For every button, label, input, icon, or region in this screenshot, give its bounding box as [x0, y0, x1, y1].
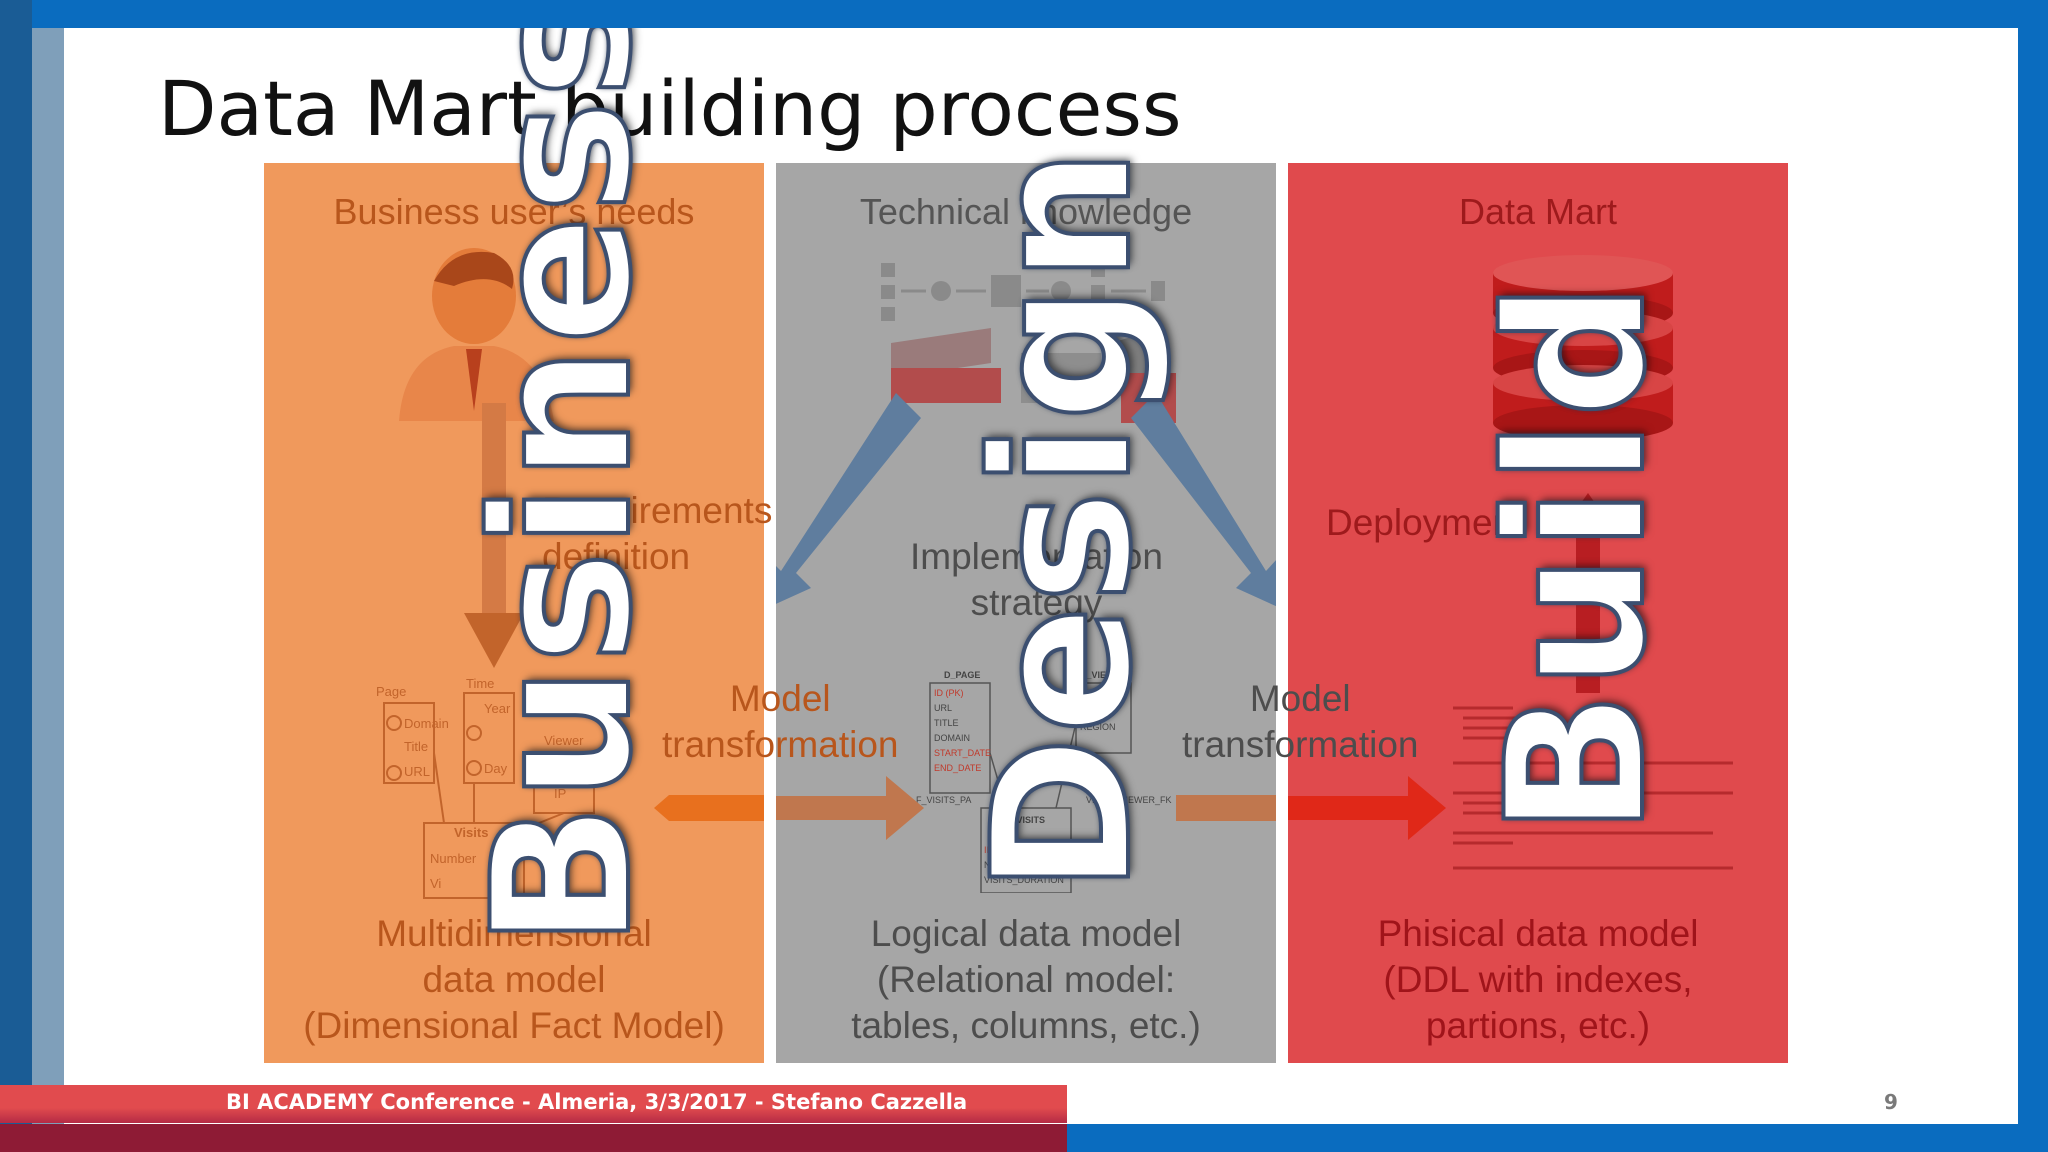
- requirements-line-1: Requirements: [542, 490, 773, 531]
- footer-bar-dark: [0, 1124, 1067, 1152]
- business-panel-heading: Business user’s needs: [333, 191, 695, 232]
- frame-left-bar-light: [32, 28, 64, 1152]
- dfm-day-label: Day: [484, 761, 508, 776]
- footer-bar: [0, 1085, 1067, 1123]
- rel-duration-label: VISITS_DURATION: [984, 875, 1064, 885]
- deployment-text: Deployment: [1326, 502, 1524, 543]
- design-panel: Technical knowledge: [776, 163, 1276, 1063]
- deployment-label: Deployment: [1326, 500, 1523, 546]
- rel-domain-label: DOMAIN: [934, 733, 970, 743]
- build-footer-line-3: partions, etc.): [1425, 1005, 1651, 1046]
- build-footer-line-1: Phisical data model: [1377, 913, 1699, 954]
- requirements-line-2: definition: [542, 536, 691, 577]
- dfm-mini-diagram: Page Domain Title URL Time Year Day View…: [376, 676, 595, 899]
- business-panel-footer: Multidimensional data model (Dimensional…: [264, 911, 764, 1049]
- dfm-page-label: Page: [376, 684, 406, 699]
- dfm-year-label: Year: [484, 701, 511, 716]
- business-to-design-arrow: [654, 795, 764, 821]
- frame-top-bar: [0, 0, 2048, 28]
- rel-start-date-label: START_DATE: [934, 748, 991, 758]
- rel-d-viewer-label: D_VIEWER: [1080, 670, 1128, 680]
- dfm-number-label: Number: [430, 851, 477, 866]
- business-footer-line-2: data model: [422, 959, 606, 1000]
- model-transformation-label-1: Model transformation: [662, 676, 899, 768]
- dfm-ip-label: IP: [554, 786, 566, 801]
- rel-id-viewer-label: ID_VIEWER (PK,FK): [984, 845, 1068, 855]
- rel-fk-viewer-label: VISITS_VIEWER_FK: [1086, 795, 1172, 805]
- build-big-word: Build: [1464, 278, 1689, 838]
- mt2-line-1: Model: [1249, 678, 1351, 719]
- design-footer-line-3: tables, columns, etc.): [851, 1005, 1201, 1046]
- design-panel-heading: Technical knowledge: [859, 191, 1193, 232]
- rel-title-label: TITLE: [934, 718, 959, 728]
- business-arrow-down: [464, 403, 524, 668]
- design-diagonal-arrows: [776, 393, 1276, 607]
- design-to-build-arrow-right: [1176, 795, 1276, 821]
- rel-end-date-label: END_DATE: [934, 763, 981, 773]
- business-panel: Business user’s needs: [264, 163, 764, 1063]
- slide-title: Data Mart building process: [158, 64, 1182, 153]
- business-user-icon: [399, 248, 554, 421]
- database-icon: [1493, 255, 1673, 441]
- business-footer-line-1: Multidimensional: [376, 913, 652, 954]
- build-panel: Data Mart: [1288, 163, 1788, 1063]
- dfm-visits-label: Visits: [454, 825, 488, 840]
- build-panel-heading: Data Mart: [1458, 191, 1618, 232]
- business-footer-line-3: (Dimensional Fact Model): [303, 1005, 725, 1046]
- build-panel-footer: Phisical data model (DDL with indexes, p…: [1288, 911, 1788, 1049]
- build-arrow-up: [1560, 493, 1616, 693]
- rel-url-label: URL: [934, 703, 952, 713]
- frame-right-bar: [2018, 0, 2048, 1152]
- business-big-word: Business: [450, 28, 675, 950]
- frame-left-bar: [0, 0, 32, 1152]
- design-footer-line-1: Logical data model: [870, 913, 1182, 954]
- design-big-word: Design: [950, 144, 1175, 896]
- rel-region-label: REGION: [1080, 722, 1116, 732]
- footer-text: BI ACADEMY Conference - Almeria, 3/3/201…: [226, 1090, 968, 1114]
- architecture-mini-diagram: [881, 263, 1176, 423]
- rel-viewer-pk-label: ID (PK): [1080, 688, 1110, 698]
- slide-canvas: Data Mart building process Business user…: [64, 28, 2018, 1124]
- design-to-build-arrow-left: [776, 776, 924, 840]
- model-transformation-label-2: Model transformation: [1182, 676, 1419, 768]
- rel-page-pk-label: ID (PK): [934, 688, 964, 698]
- rel-fk-page-label: F_VISITS_PA: [916, 795, 971, 805]
- dfm-visit-short-label: Vi: [430, 876, 441, 891]
- page-number: 9: [1884, 1090, 1898, 1114]
- rel-f-visits-label: F_VISITS: [1006, 815, 1045, 825]
- rel-d-page-label: D_PAGE: [944, 670, 980, 680]
- dfm-viewer-label: Viewer: [544, 733, 584, 748]
- rel-nr-visits-label: NR_OF_VISITS: [984, 860, 1048, 870]
- relational-mini-diagram: D_PAGE ID (PK) URL TITLE DOMAIN START_DA…: [916, 670, 1172, 893]
- mt1-line-2: transformation: [662, 724, 899, 765]
- dfm-region-label: Region: [554, 759, 595, 774]
- rel-ip-label: IP: [1080, 705, 1089, 715]
- implementation-line-1: Implementation: [910, 536, 1163, 577]
- ddl-code-snippet: [1453, 706, 1733, 870]
- implementation-label: Implementation strategy: [910, 534, 1163, 626]
- design-panel-footer: Logical data model (Relational model: ta…: [776, 911, 1276, 1049]
- dfm-title-label: Title: [404, 739, 428, 754]
- design-footer-line-2: (Relational model:: [876, 959, 1176, 1000]
- requirements-label: Requirements definition: [542, 488, 772, 580]
- implementation-line-2: strategy: [970, 582, 1103, 623]
- dfm-domain-label: Domain: [404, 716, 449, 731]
- mt2-line-2: transformation: [1182, 724, 1419, 765]
- build-arrow-in: [1288, 776, 1446, 840]
- build-footer-line-2: (DDL with indexes,: [1383, 959, 1693, 1000]
- dfm-url-label: URL: [404, 764, 430, 779]
- dfm-time-label: Time: [466, 676, 494, 691]
- mt1-line-1: Model: [729, 678, 831, 719]
